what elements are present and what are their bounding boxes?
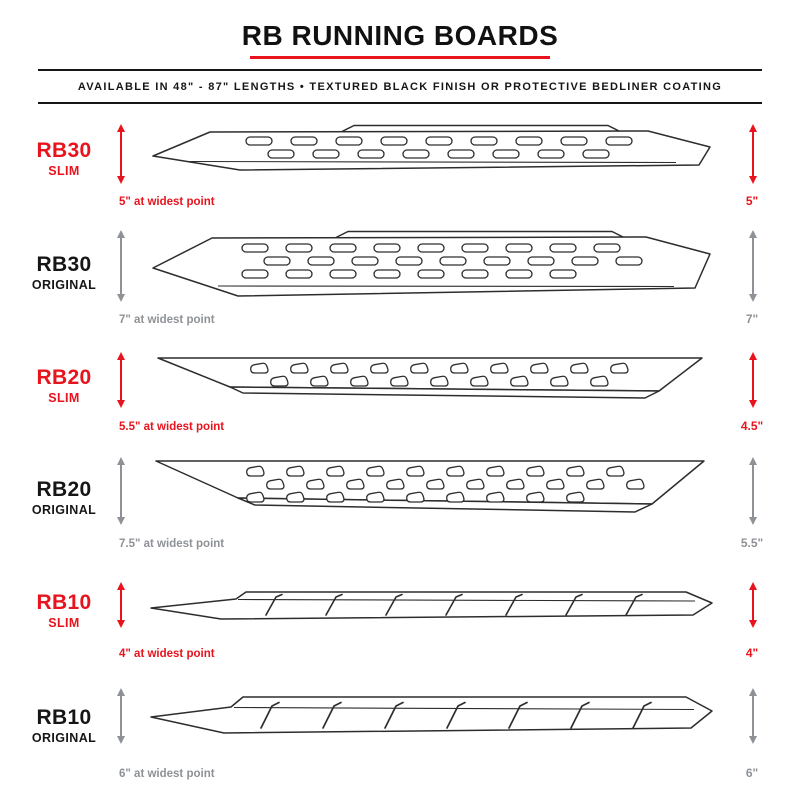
- width-measurement: 5" at widest point: [119, 196, 215, 208]
- model-name: RB20: [36, 477, 92, 501]
- height-arrow-icon: [752, 238, 754, 294]
- model-name: RB30: [36, 138, 92, 162]
- board-illustration-rb10-slim: [146, 582, 721, 628]
- model-name: RB10: [36, 590, 92, 614]
- width-measurement: 4" at widest point: [119, 648, 215, 660]
- header: RB RUNNING BOARDS AVAILABLE IN 48" - 87"…: [0, 0, 800, 104]
- width-arrow-icon: [120, 696, 122, 736]
- product-row-rb20-original: RB20 ORIGINAL 7.5" at wi: [0, 443, 800, 560]
- board-illustration-rb30-original: [146, 226, 721, 304]
- product-row-rb30-original: RB30 ORIGINAL: [0, 218, 800, 336]
- board-illustration-rb20-slim: [146, 350, 721, 406]
- product-row-rb10-slim: RB10 SLIM: [0, 560, 800, 670]
- product-row-rb20-slim: RB20 SLIM 5.5" at widest point: [0, 336, 800, 443]
- width-measurement: 5.5" at widest point: [119, 421, 225, 433]
- model-variant: ORIGINAL: [31, 502, 97, 517]
- board-illustration-rb30-slim: [146, 120, 721, 184]
- height-arrow-icon: [752, 696, 754, 736]
- model-variant: ORIGINAL: [31, 730, 97, 745]
- board-illustration-rb10-original: [146, 686, 721, 744]
- height-measurement: 4": [745, 646, 759, 660]
- page-title: RB RUNNING BOARDS: [241, 20, 559, 51]
- height-arrow-icon: [752, 465, 754, 517]
- width-arrow-icon: [120, 360, 122, 400]
- height-measurement: 4.5": [740, 419, 764, 433]
- width-arrow-icon: [120, 465, 122, 517]
- model-name: RB10: [36, 705, 92, 729]
- model-variant: SLIM: [48, 615, 80, 630]
- height-measurement: 6": [745, 766, 759, 780]
- width-measurement: 7" at widest point: [119, 314, 215, 326]
- width-arrow-icon: [120, 590, 122, 620]
- width-measurement: 6" at widest point: [119, 768, 215, 780]
- product-row-rb10-original: RB10 ORIGINAL: [0, 670, 800, 790]
- model-name: RB20: [36, 365, 92, 389]
- model-variant: ORIGINAL: [31, 277, 97, 292]
- width-measurement: 7.5" at widest point: [119, 538, 225, 550]
- model-label-rb20-slim: RB20 SLIM: [16, 365, 112, 404]
- model-label-rb10-original: RB10 ORIGINAL: [16, 706, 112, 745]
- height-arrow-icon: [752, 132, 754, 176]
- height-measurement: 7": [745, 312, 759, 326]
- model-variant: SLIM: [48, 163, 80, 178]
- subtitle-band: AVAILABLE IN 48" - 87" LENGTHS • TEXTURE…: [38, 69, 762, 104]
- height-arrow-icon: [752, 360, 754, 400]
- height-measurement: 5": [745, 194, 759, 208]
- model-label-rb10-slim: RB10 SLIM: [16, 591, 112, 630]
- model-name: RB30: [36, 252, 92, 276]
- height-arrow-icon: [752, 590, 754, 620]
- availability-subtitle: AVAILABLE IN 48" - 87" LENGTHS • TEXTURE…: [77, 81, 723, 93]
- model-label-rb30-original: RB30 ORIGINAL: [16, 253, 112, 292]
- board-illustration-rb20-original: [146, 453, 721, 525]
- model-label-rb30-slim: RB30 SLIM: [16, 139, 112, 178]
- width-arrow-icon: [120, 132, 122, 176]
- height-measurement: 5.5": [740, 536, 764, 550]
- model-variant: SLIM: [48, 390, 80, 405]
- model-label-rb20-original: RB20 ORIGINAL: [16, 477, 112, 516]
- product-row-rb30-slim: RB30 SLIM 5" at widest p: [0, 108, 800, 218]
- title-underline: [250, 56, 550, 59]
- width-arrow-icon: [120, 238, 122, 294]
- product-rows: RB30 SLIM 5" at widest p: [0, 108, 800, 790]
